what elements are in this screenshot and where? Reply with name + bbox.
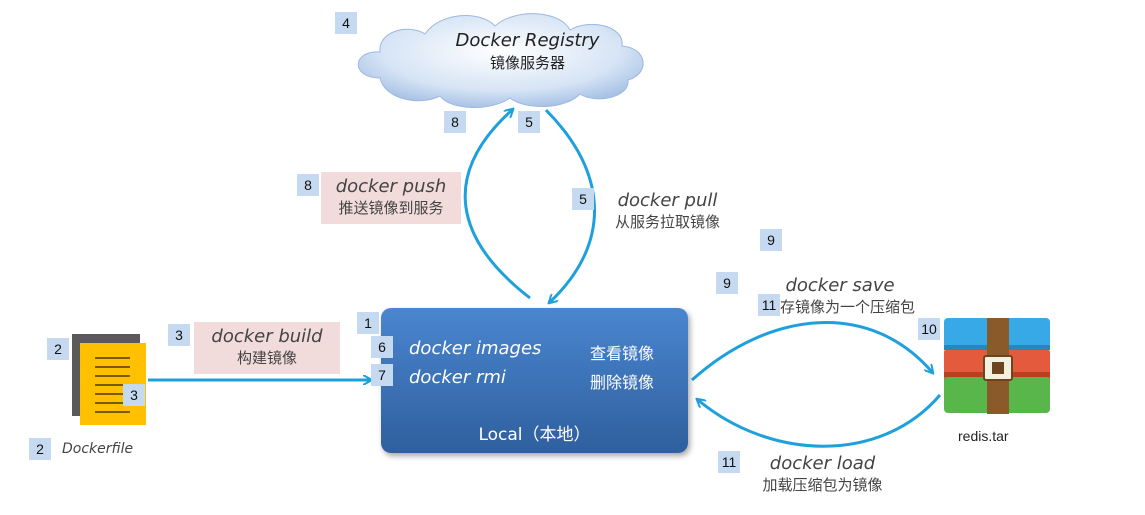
- save-arrow: [690, 321, 932, 382]
- build-desc: 构建镜像: [236, 349, 297, 367]
- archive-icon: [944, 318, 1050, 414]
- save-label: docker save 保存镜像为一个压缩包: [745, 275, 935, 317]
- local-cmd-rmi: docker rmi: [409, 367, 506, 388]
- badge: 11: [718, 451, 740, 473]
- pull-label: docker pull 从服务拉取镜像: [600, 190, 735, 232]
- pull-cmd: docker pull: [617, 190, 718, 211]
- badge: 8: [444, 111, 466, 133]
- badge: 10: [918, 318, 940, 340]
- badge: 3: [123, 384, 145, 406]
- badge: 7: [371, 364, 393, 386]
- save-cmd: docker save: [785, 275, 895, 296]
- badge: 9: [760, 229, 782, 251]
- load-arrow: [698, 394, 942, 448]
- badge: 3: [168, 324, 190, 346]
- dockerfile-icon: [72, 334, 146, 425]
- build-label: docker build 构建镜像: [194, 322, 340, 374]
- local-desc-images: 查看镜像: [590, 344, 655, 363]
- push-cmd: docker push: [335, 176, 447, 197]
- badge: 1: [357, 312, 379, 334]
- local-desc-rmi: 删除镜像: [590, 373, 655, 392]
- badge: 2: [29, 438, 51, 460]
- registry-cloud: [357, 13, 644, 108]
- badge: 6: [371, 336, 393, 358]
- badge: 8: [297, 174, 319, 196]
- badge: 2: [47, 338, 69, 360]
- local-footer: Local（本地）: [478, 425, 591, 445]
- load-desc: 加载压缩包为镜像: [762, 476, 883, 494]
- push-label: docker push 推送镜像到服务: [321, 172, 461, 224]
- local-cmd-images: docker images: [409, 338, 542, 359]
- save-desc: 保存镜像为一个压缩包: [764, 298, 915, 316]
- load-cmd: docker load: [769, 453, 876, 474]
- push-arrow: [463, 110, 531, 300]
- push-desc: 推送镜像到服务: [338, 199, 444, 217]
- registry-title: Docker Registry: [455, 30, 600, 51]
- badge: 11: [758, 294, 780, 316]
- archive-label: redis.tar: [958, 428, 1009, 444]
- badge: 4: [335, 12, 357, 34]
- registry-subtitle: 镜像服务器: [489, 54, 565, 72]
- build-cmd: docker build: [211, 326, 323, 347]
- load-label: docker load 加载压缩包为镜像: [740, 453, 905, 495]
- badge: 9: [716, 272, 738, 294]
- dockerfile-label: Dockerfile: [62, 441, 134, 457]
- badge: 5: [518, 111, 540, 133]
- local-box: docker images 查看镜像 docker rmi 删除镜像 Local…: [381, 308, 688, 453]
- pull-arrow: [544, 108, 596, 302]
- badge: 5: [572, 188, 594, 210]
- pull-desc: 从服务拉取镜像: [614, 213, 720, 231]
